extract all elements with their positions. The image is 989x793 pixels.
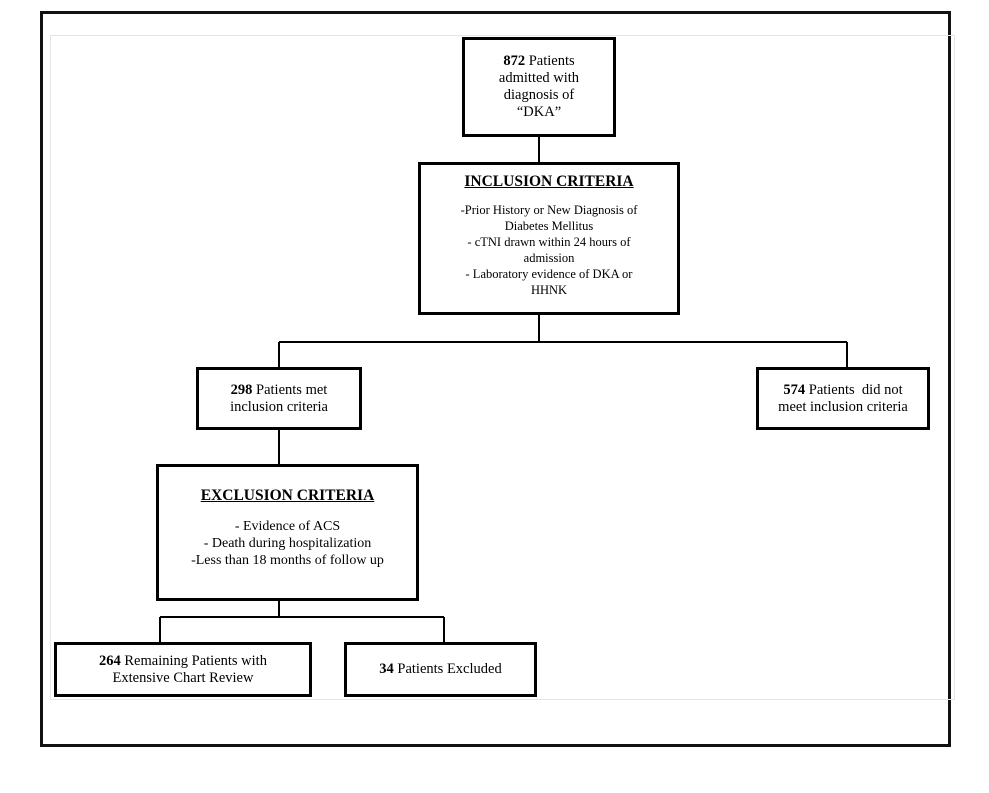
admitted-label: Patients bbox=[525, 53, 575, 69]
inclusion-criteria-box: INCLUSION CRITERIA -Prior History or New… bbox=[418, 162, 680, 315]
admitted-line-3: diagnosis of bbox=[503, 87, 575, 103]
inclusion-item-6: HHNK bbox=[530, 283, 568, 297]
admitted-patients-box: 872 Patients admitted with diagnosis of … bbox=[462, 37, 616, 137]
excluded-line-1: 34 Patients Excluded bbox=[379, 661, 501, 678]
inclusion-heading: INCLUSION CRITERIA bbox=[464, 173, 634, 190]
met-line-2: inclusion criteria bbox=[230, 398, 328, 415]
met-criteria-box: 298 Patients met inclusion criteria bbox=[196, 367, 362, 430]
exclusion-item-2: - Death during hospitalization bbox=[203, 536, 372, 551]
remaining-line-1: 264 Remaining Patients with bbox=[99, 653, 267, 670]
not-met-count: 574 bbox=[783, 381, 806, 398]
not-met-line-1: 574 Patients did not bbox=[783, 382, 902, 399]
admitted-line-2: admitted with bbox=[498, 70, 580, 86]
inclusion-item-5: - Laboratory evidence of DKA or bbox=[465, 267, 633, 281]
inclusion-item-2: Diabetes Mellitus bbox=[504, 219, 594, 233]
admitted-count: 872 bbox=[503, 53, 526, 69]
excluded-patients-box: 34 Patients Excluded bbox=[344, 642, 537, 697]
remaining-label: Remaining Patients with bbox=[120, 652, 267, 669]
exclusion-item-3: -Less than 18 months of follow up bbox=[191, 553, 384, 568]
not-met-label: Patients did not bbox=[805, 381, 903, 398]
exclusion-criteria-box: EXCLUSION CRITERIA - Evidence of ACS - D… bbox=[156, 464, 419, 601]
admitted-line-1: 872 Patients bbox=[503, 53, 574, 70]
inner-frame bbox=[50, 35, 955, 700]
excluded-count: 34 bbox=[379, 661, 394, 677]
outer-frame bbox=[40, 11, 951, 747]
met-line-1: 298 Patients met bbox=[231, 382, 328, 399]
remaining-patients-box: 264 Remaining Patients with Extensive Ch… bbox=[54, 642, 312, 697]
remaining-count: 264 bbox=[99, 652, 121, 669]
inclusion-item-1: -Prior History or New Diagnosis of bbox=[460, 203, 638, 217]
met-label: Patients met bbox=[252, 381, 328, 398]
exclusion-item-1: - Evidence of ACS bbox=[234, 519, 341, 534]
not-met-criteria-box: 574 Patients did not meet inclusion crit… bbox=[756, 367, 930, 430]
not-met-line-2: meet inclusion criteria bbox=[778, 398, 908, 415]
inclusion-item-4: admission bbox=[523, 251, 575, 265]
excluded-label: Patients Excluded bbox=[393, 661, 502, 677]
remaining-line-2: Extensive Chart Review bbox=[112, 669, 254, 686]
met-count: 298 bbox=[230, 381, 253, 398]
exclusion-heading: EXCLUSION CRITERIA bbox=[200, 487, 375, 504]
inclusion-item-3: - cTNI drawn within 24 hours of bbox=[467, 235, 631, 249]
admitted-line-4: “DKA” bbox=[516, 104, 562, 120]
